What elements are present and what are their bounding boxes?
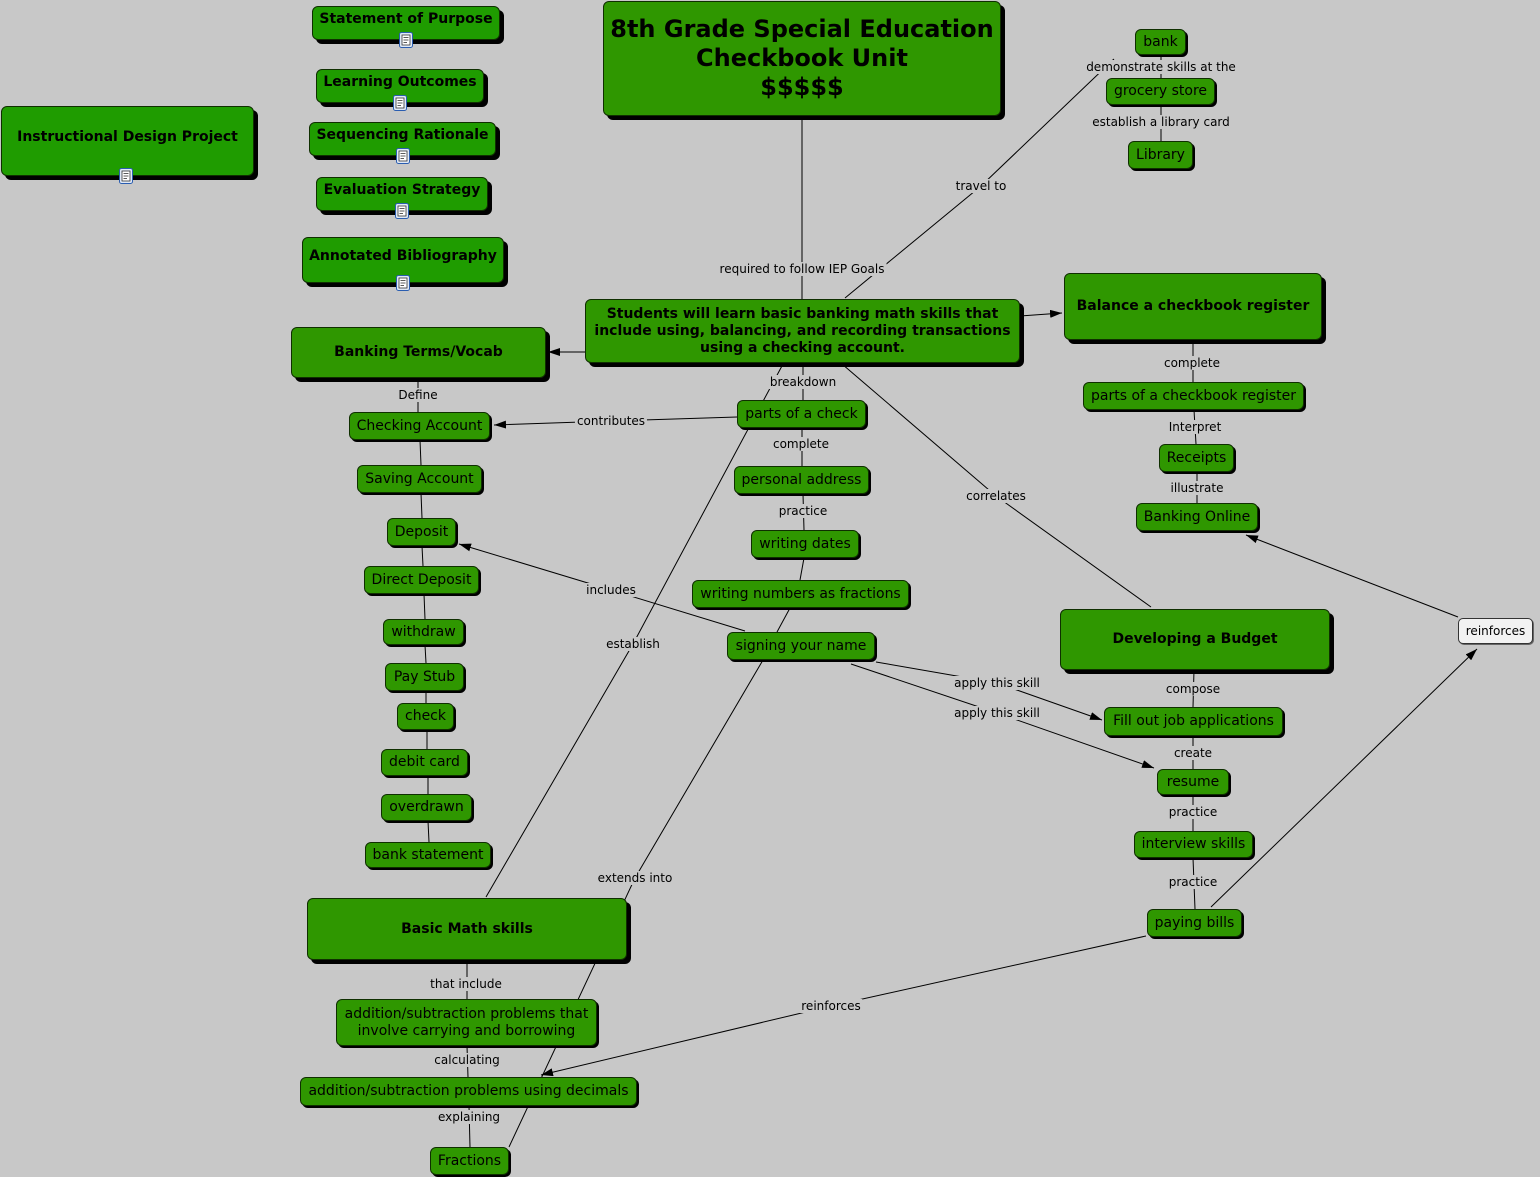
map-title[interactable]: 8th Grade Special Education Checkbook Un… [603,1,1001,116]
map-title-line-2: Checkbook Unit [696,44,908,72]
document-icon-graphic [399,32,413,48]
link-label-illustrate: illustrate [1168,481,1226,495]
link-goal-to-balance [1019,309,1063,318]
link-label-explaining: explaining [435,1110,503,1124]
link-dates-to-numbers [799,557,805,581]
link-numbers-to-signing [776,607,791,633]
concept-balance-register[interactable]: Balance a checkbook register [1064,273,1322,340]
document-icon[interactable] [393,95,407,111]
link-deposit-to-direct-deposit [421,545,424,567]
concept-check[interactable]: check [397,703,454,730]
document-icon-graphic [396,275,410,291]
document-icon[interactable] [396,148,410,164]
carrying-line-1: addition/subtraction problems that [344,1005,589,1022]
concept-interview-skills[interactable]: interview skills [1134,831,1253,858]
concept-parts-of-register[interactable]: parts of a checkbook register [1083,382,1304,410]
resource-evaluation-strategy[interactable]: Evaluation Strategy [316,177,488,211]
concept-receipts[interactable]: Receipts [1159,444,1234,472]
resource-learning-outcomes[interactable]: Learning Outcomes [316,69,484,103]
concept-fractions[interactable]: Fractions [430,1147,509,1175]
link-label-interpret: Interpret [1166,420,1224,434]
link-label-define: Define [396,388,440,402]
link-label-compose: compose [1163,682,1223,696]
learning-goal-line-2: include using, balancing, and recording … [594,322,1011,339]
concept-grocery-store[interactable]: grocery store [1106,78,1215,105]
document-icon-graphic [395,203,409,219]
link-withdraw-to-pay-stub [424,644,427,664]
link-label-breakdown: breakdown [767,375,839,389]
concept-overdrawn[interactable]: overdrawn [381,794,472,821]
concept-parts-of-check[interactable]: parts of a check [737,400,866,428]
concept-paying-bills[interactable]: paying bills [1147,909,1242,937]
concept-deposit[interactable]: Deposit [387,518,456,546]
concept-decimals[interactable]: addition/subtraction problems using deci… [300,1077,637,1106]
link-label-contributes: contributes [574,414,648,428]
link-label-practice-interview: practice [1166,805,1220,819]
concept-bank[interactable]: bank [1135,29,1186,55]
link-label-complete-check: complete [770,437,832,451]
link-paying-bills-to-reinforces [1210,648,1478,908]
document-icon-graphic [393,95,407,111]
link-direct-deposit-to-withdraw [423,593,426,620]
link-overdrawn-to-bank-statement [427,820,430,843]
link-label-demonstrate-skills: demonstrate skills at the [1084,60,1238,74]
concept-learning-goal[interactable]: Students will learn basic banking math s… [585,299,1020,363]
learning-goal-line-3: using a checking account. [700,339,905,356]
link-lines [417,55,1478,1148]
concept-saving-account[interactable]: Saving Account [357,465,482,493]
document-icon-graphic [396,148,410,164]
phrase-reinforces[interactable]: reinforces [1458,618,1533,644]
link-label-reinforces-math: reinforces [799,999,863,1013]
document-icon[interactable] [119,168,133,184]
concept-developing-budget[interactable]: Developing a Budget [1060,609,1330,670]
concept-pay-stub[interactable]: Pay Stub [385,663,464,691]
map-title-line-1: 8th Grade Special Education [610,15,994,43]
link-label-practice-dates: practice [776,504,830,518]
concept-writing-numbers[interactable]: writing numbers as fractions [692,580,909,608]
concept-writing-dates[interactable]: writing dates [751,530,859,558]
link-label-complete-register: complete [1161,356,1223,370]
carrying-line-2: involve carrying and borrowing [357,1022,576,1039]
link-label-that-include: that include [428,977,504,991]
concept-fill-job-applications[interactable]: Fill out job applications [1104,707,1283,736]
concept-basic-math[interactable]: Basic Math skills [307,898,627,960]
resource-instructional-design-project[interactable]: Instructional Design Project [1,106,254,176]
concept-direct-deposit[interactable]: Direct Deposit [364,566,479,594]
link-label-includes: includes [584,583,638,597]
link-label-create: create [1171,746,1215,760]
link-label-correlates: correlates [964,489,1028,503]
link-label-apply-skill-applications: apply this skill [952,676,1042,690]
link-goal-to-basic-math [485,363,784,898]
concept-resume[interactable]: resume [1157,769,1229,795]
link-label-establish: establish [604,637,662,651]
concept-checking-account[interactable]: Checking Account [349,412,490,440]
document-icon[interactable] [395,203,409,219]
concept-bank-statement[interactable]: bank statement [365,842,491,868]
document-icon[interactable] [399,32,413,48]
document-icon-graphic [119,168,133,184]
link-label-iep-goals: required to follow IEP Goals [717,262,887,276]
concept-withdraw[interactable]: withdraw [383,619,464,645]
link-label-apply-skill-resume: apply this skill [952,706,1042,720]
link-saving-to-deposit [420,492,423,519]
link-label-extends-into: extends into [595,871,675,885]
concept-library[interactable]: Library [1128,141,1193,169]
document-icon[interactable] [396,275,410,291]
concept-banking-terms[interactable]: Banking Terms/Vocab [291,327,546,378]
link-checking-to-saving [419,439,422,466]
link-label-practice-bills: practice [1166,875,1220,889]
concept-personal-address[interactable]: personal address [734,466,869,494]
concept-banking-online[interactable]: Banking Online [1136,503,1258,531]
concept-signing-name[interactable]: signing your name [727,632,875,660]
link-label-calculating: calculating [432,1053,502,1067]
concept-carrying-borrowing[interactable]: addition/subtraction problems that invol… [336,999,597,1046]
learning-goal-line-1: Students will learn basic banking math s… [606,305,999,322]
map-title-line-3: $$$$$ [760,73,844,101]
link-reinforces-to-banking-online [1245,534,1459,618]
link-label-travel-to: travel to [953,179,1009,193]
link-label-library-card: establish a library card [1090,115,1232,129]
concept-debit-card[interactable]: debit card [381,749,468,776]
